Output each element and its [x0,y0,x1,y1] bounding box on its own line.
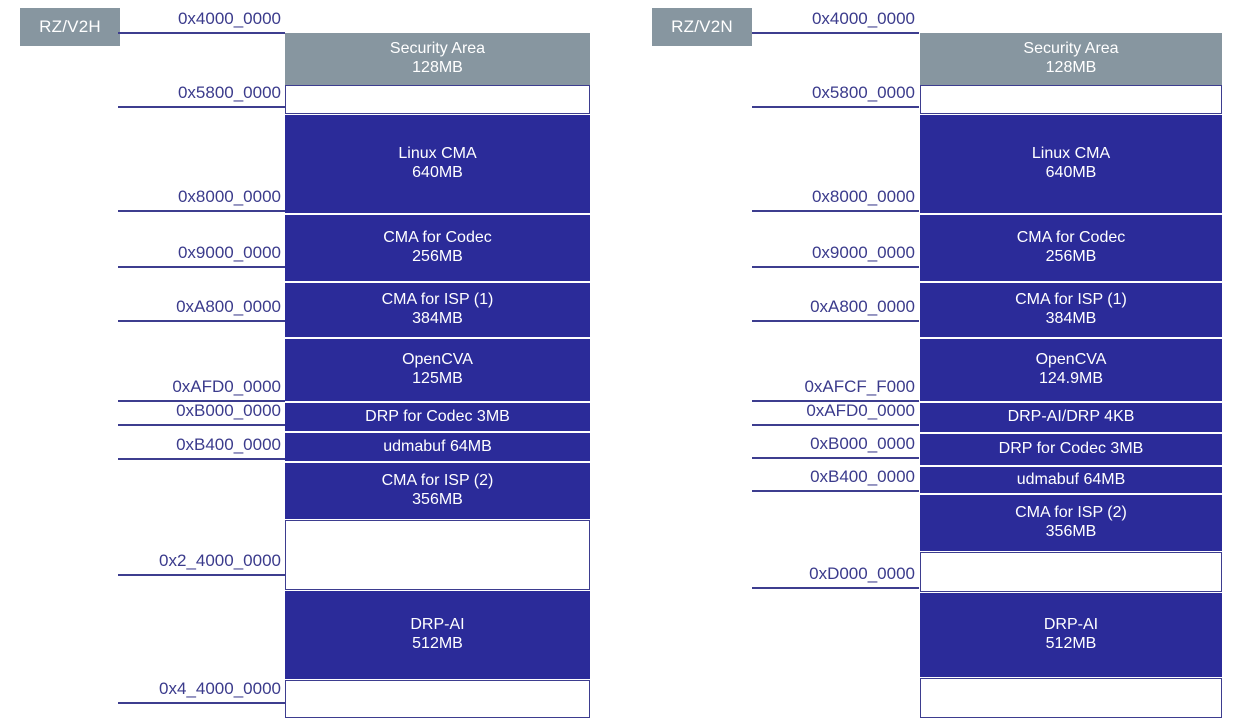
address-label: 0xD000_0000 [752,563,919,589]
memory-region-unused [285,85,590,114]
region-name: CMA for Codec [383,229,492,247]
address-label: 0x5800_0000 [118,82,285,108]
region-name: OpenCVA [402,351,473,369]
region-size: 256MB [412,248,463,265]
memory-region-cma-for-isp-1: CMA for ISP (1)384MB [920,282,1222,338]
address-label: 0xAFD0_0000 [752,400,919,426]
region-size: 640MB [1045,164,1097,181]
region-size: 256MB [1045,248,1097,265]
chip-label-rz-v2n: RZ/V2N [652,8,752,46]
region-name: CMA for ISP (2) [1015,504,1127,522]
memory-region-unused [285,680,590,718]
address-label: 0xB000_0000 [752,433,919,459]
memory-region-drp-for-codec-3mb: DRP for Codec 3MB [285,402,590,432]
memory-region-unused [920,85,1222,114]
region-size: 512MB [412,635,463,652]
region-name: DRP-AI/DRP 4KB [1007,408,1135,426]
memory-region-unused [920,552,1222,592]
memory-region-drp-for-codec-3mb: DRP for Codec 3MB [920,433,1222,466]
region-name: Linux CMA [1031,145,1111,163]
address-label: 0x4000_0000 [752,8,919,34]
region-name: Linux CMA [398,145,477,163]
region-name: udmabuf 64MB [1016,470,1126,488]
region-size: 384MB [412,310,463,327]
address-label: 0xB000_0000 [118,400,285,426]
memory-region-drp-ai-drp-4kb: DRP-AI/DRP 4KB [920,402,1222,433]
address-label: 0x9000_0000 [752,242,919,268]
region-size: 128MB [1045,59,1097,76]
region-size: 356MB [1045,523,1097,540]
region-size: 128MB [412,59,463,76]
region-size: 124.9MB [1038,370,1104,387]
address-label: 0xA800_0000 [118,296,285,322]
memory-region-udmabuf-64mb: udmabuf 64MB [285,432,590,462]
region-name: CMA for ISP (2) [381,472,494,490]
address-label: 0xB400_0000 [118,434,285,460]
region-name: DRP-AI [410,616,465,634]
region-size: 356MB [412,491,463,508]
region-name: OpenCVA [1035,351,1107,369]
region-name: Security Area [389,40,486,58]
address-label: 0x4000_0000 [118,8,285,34]
region-name: CMA for ISP (1) [1015,291,1127,309]
memory-region-unused [920,678,1222,718]
region-name: CMA for Codec [1016,229,1126,247]
region-name: udmabuf 64MB [383,437,492,455]
address-label: 0x4_4000_0000 [118,678,285,704]
region-name: Security Area [1023,40,1119,58]
memory-region-cma-for-isp-2: CMA for ISP (2)356MB [285,462,590,520]
address-label: 0xA800_0000 [752,296,919,322]
memory-region-unused [285,520,590,590]
address-label: 0xAFCF_F000 [752,376,919,402]
address-label: 0x9000_0000 [118,242,285,268]
address-label: 0xB400_0000 [752,466,919,492]
region-size: 125MB [412,370,463,387]
memory-region-udmabuf-64mb: udmabuf 64MB [920,466,1222,494]
address-label: 0x2_4000_0000 [118,550,285,576]
memory-region-cma-for-isp-1: CMA for ISP (1)384MB [285,282,590,338]
region-name: DRP for Codec 3MB [365,407,510,425]
region-name: DRP for Codec 3MB [998,440,1144,458]
address-label: 0x8000_0000 [752,186,919,212]
region-size: 512MB [1045,635,1097,652]
address-label: 0xAFD0_0000 [118,376,285,402]
chip-label-rz-v2h: RZ/V2H [20,8,120,46]
address-label: 0x5800_0000 [752,82,919,108]
region-size: 640MB [412,164,463,181]
memory-region-cma-for-isp-2: CMA for ISP (2)356MB [920,494,1222,552]
region-size: 384MB [1045,310,1097,327]
region-name: CMA for ISP (1) [381,291,494,309]
region-name: DRP-AI [1043,616,1099,634]
address-label: 0x8000_0000 [118,186,285,212]
